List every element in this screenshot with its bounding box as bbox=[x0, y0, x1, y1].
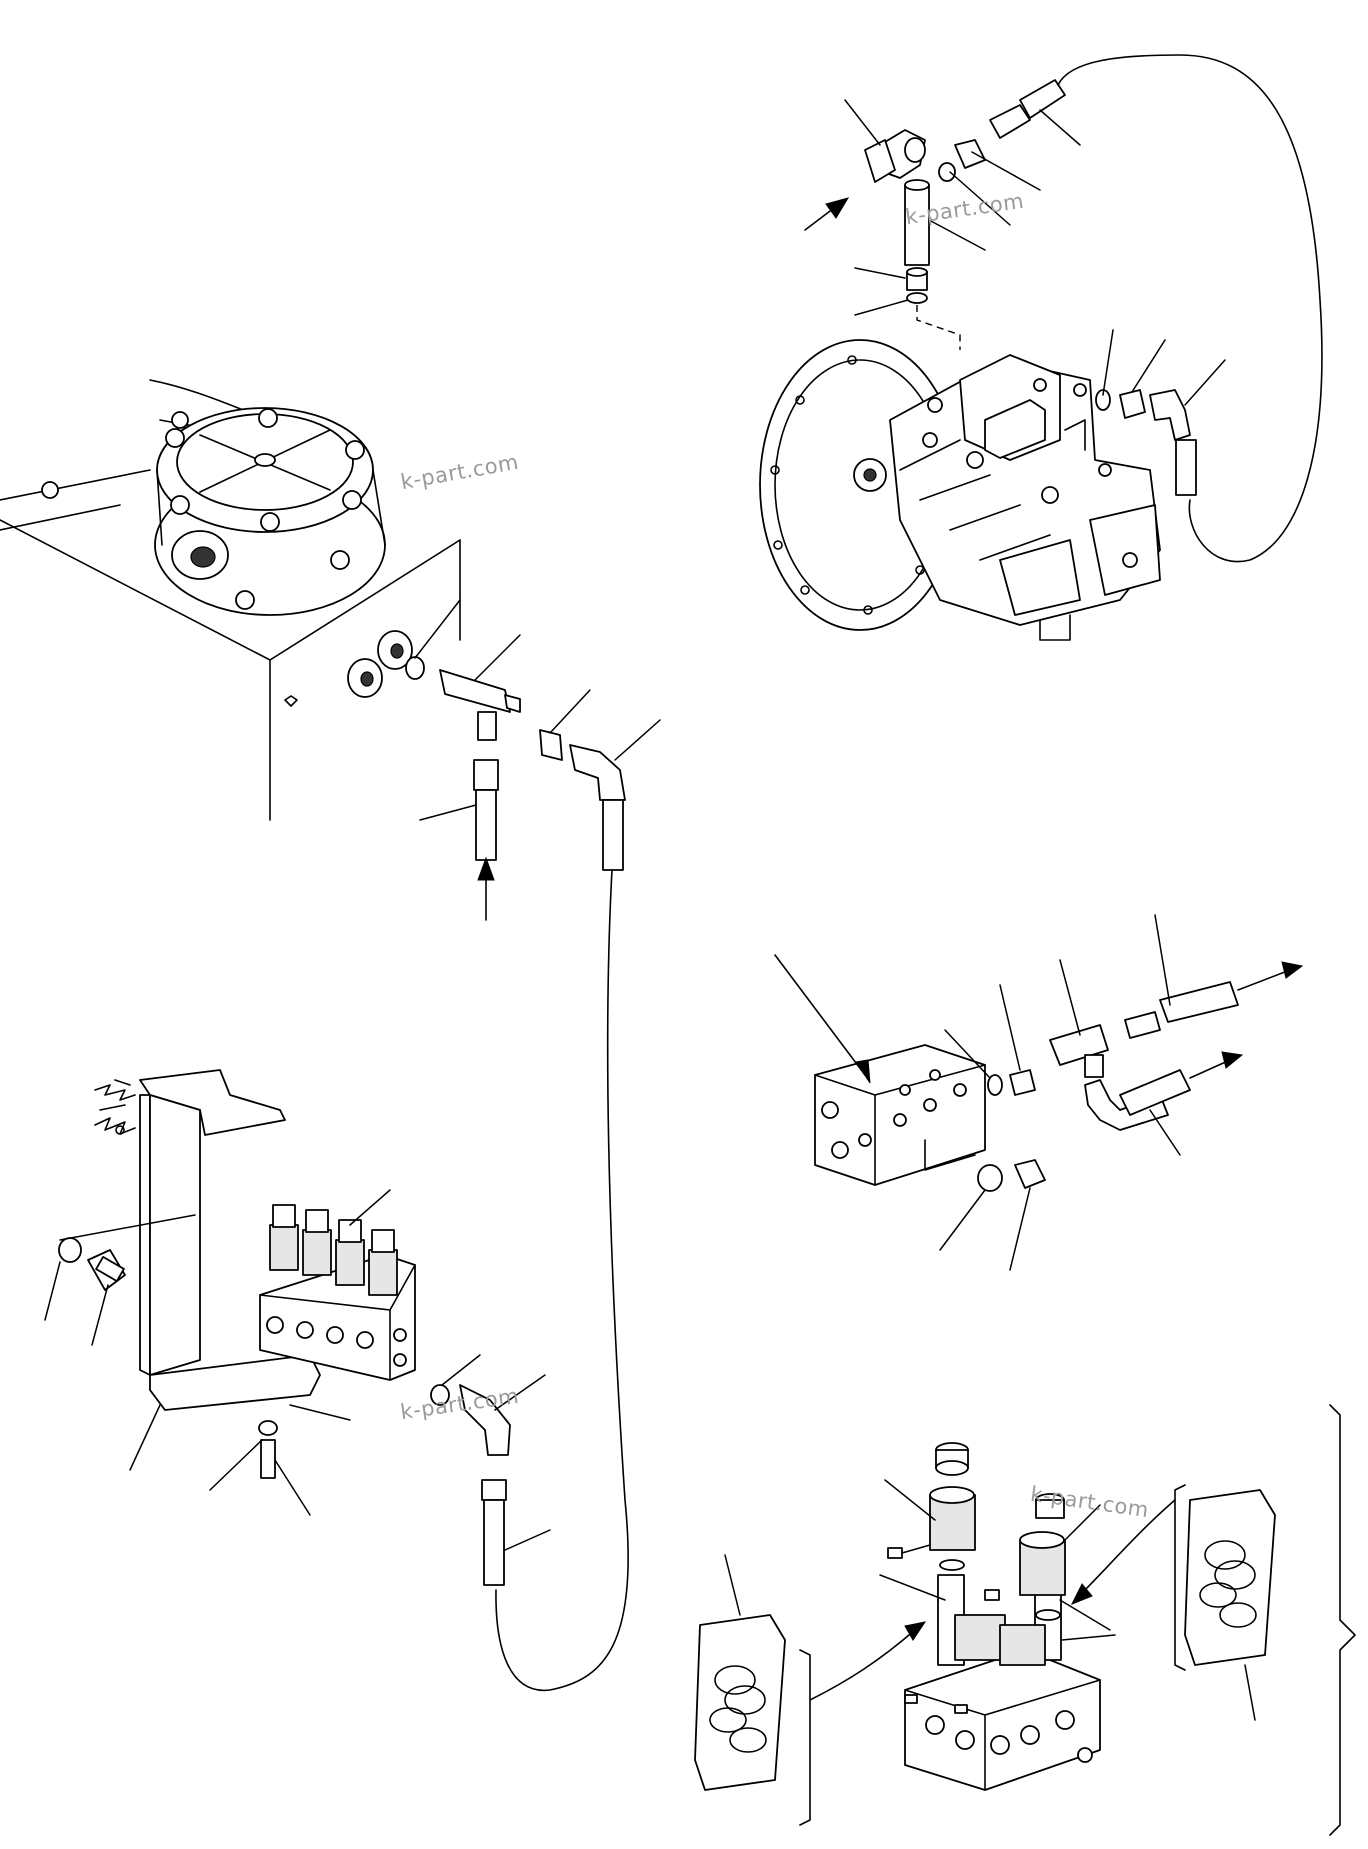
tank-fitting-assembly bbox=[347, 599, 661, 1692]
solenoid-valve-detail bbox=[694, 1404, 1356, 1836]
manifold-assembly bbox=[774, 914, 1304, 1271]
hydraulic-tank bbox=[0, 379, 461, 821]
solenoid-valve-bracket bbox=[44, 1069, 551, 1586]
hydraulic-pump bbox=[759, 339, 1161, 641]
pump-fitting-assembly bbox=[804, 54, 1323, 563]
